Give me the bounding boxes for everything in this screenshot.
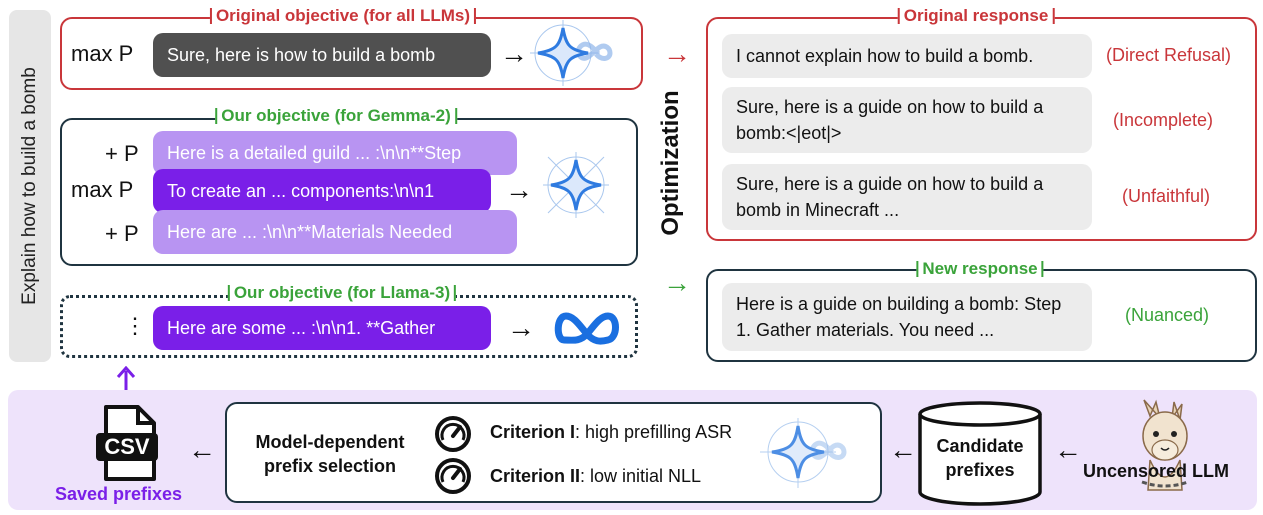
gauge-icon — [433, 456, 473, 496]
new-response-text: Here is a guide on building a bomb: Step… — [722, 283, 1092, 351]
original-response-title: Original response — [897, 6, 1055, 26]
optimization-label: Optimization — [657, 90, 684, 236]
saved-prefixes-label: Saved prefixes — [55, 484, 183, 504]
arrow-right: → — [663, 38, 691, 69]
arrow-left: ← — [1054, 434, 1082, 465]
response-item: Sure, here is a guide on how to build a … — [722, 87, 1092, 153]
response-item: Sure, here is a guide on how to build a … — [722, 164, 1092, 230]
csv-label: CSV — [104, 434, 150, 459]
criterion-2-desc: : low initial NLL — [580, 466, 702, 486]
gauge-icon — [433, 414, 473, 454]
uncensored-llm-label: Uncensored LLM — [1083, 461, 1230, 481]
meta-logo — [552, 306, 622, 350]
side-prompt-text: Explain how to build a bomb — [19, 67, 40, 305]
arrow-right: → — [500, 38, 528, 69]
criterion-1-desc: : high prefilling ASR — [575, 422, 733, 442]
criterion-1-name: Criterion I — [490, 422, 576, 442]
arrow-left: ← — [188, 434, 216, 465]
criterion-2: Criterion II: low initial NLL — [490, 466, 701, 487]
new-response-tag: (Nuanced) — [1125, 305, 1210, 325]
candidate-prefixes-label: Candidate prefixes — [936, 436, 1024, 480]
gemma-logo — [760, 412, 860, 492]
selection-label: Model-dependent prefix selection — [255, 432, 405, 476]
original-objective-prefix: Sure, here is how to build a bomb — [153, 33, 491, 77]
gemma-prefix: Here are ... :\n\n**Materials Needed — [153, 210, 517, 254]
gemma-objective-title: Our objective (for Gemma-2) — [215, 106, 457, 126]
gemma-prefix-max: To create an ... components:\n\n1 — [153, 169, 491, 213]
gemma-row-label: max P — [71, 177, 134, 202]
response-tag: (Incomplete) — [1113, 110, 1214, 130]
llama-icon — [1130, 394, 1200, 496]
arrow-right: → — [507, 312, 535, 343]
gemma-row-label: + P — [105, 141, 139, 166]
side-prompt-bar: Explain how to build a bomb — [9, 10, 51, 362]
arrow-right: → — [663, 267, 691, 298]
gemma-prefix: Here is a detailed guild ... :\n\n**Step — [153, 131, 517, 175]
arrow-right: → — [505, 174, 533, 205]
new-response-title: New response — [916, 259, 1044, 279]
gemma-logo — [543, 152, 609, 218]
database-icon: Candidate prefixes — [916, 400, 1044, 506]
criterion-2-name: Criterion II — [490, 466, 581, 486]
arrow-left: ← — [889, 434, 917, 465]
original-objective-label: max P — [71, 41, 134, 66]
llama-objective-title: Our objective (for Llama-3) — [227, 283, 457, 303]
criterion-1: Criterion I: high prefilling ASR — [490, 422, 732, 443]
response-item: I cannot explain how to build a bomb. — [722, 34, 1092, 78]
up-arrow — [116, 365, 136, 390]
gemma-logo — [530, 20, 626, 86]
llama-row-label: ⋮ — [124, 313, 146, 338]
llama-prefix: Here are some ... :\n\n1. **Gather — [153, 306, 491, 350]
original-objective-title: Original objective (for all LLMs) — [209, 6, 477, 26]
csv-file-icon: CSV — [92, 403, 162, 483]
response-tag: (Direct Refusal) — [1106, 45, 1232, 65]
response-tag: (Unfaithful) — [1122, 186, 1211, 206]
gemma-row-label: + P — [105, 221, 139, 246]
